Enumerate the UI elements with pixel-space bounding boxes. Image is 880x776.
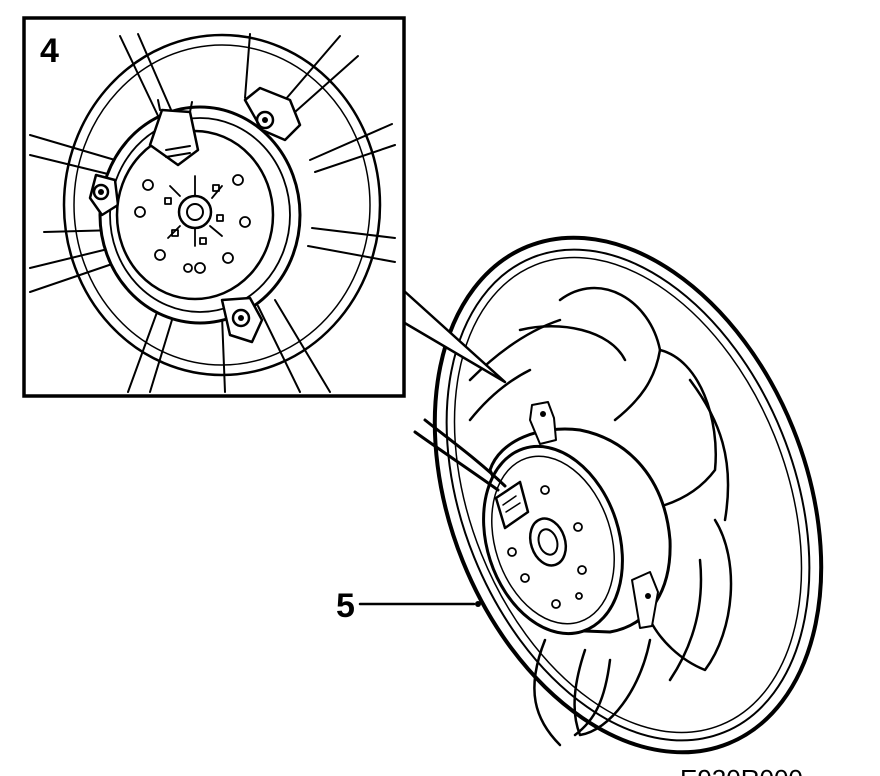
fan-motor-housing [413,401,672,636]
inset-motor-rear-view [29,33,396,393]
fan-shroud-ring [432,235,824,755]
reference-code: E920R000 [680,764,803,776]
inset-spokes [29,33,396,393]
motor-holes [507,485,587,609]
inset-detail: 4 [22,16,507,398]
callout-5: 5 [336,587,481,625]
fan-assembly [413,235,824,755]
inset-face-holes [134,174,251,274]
callout-4-label: 4 [40,32,59,70]
inset-mount-lugs [88,86,302,344]
callout-5-label: 5 [336,587,355,625]
fan-blades [468,286,733,747]
inset-pointer [401,288,507,384]
